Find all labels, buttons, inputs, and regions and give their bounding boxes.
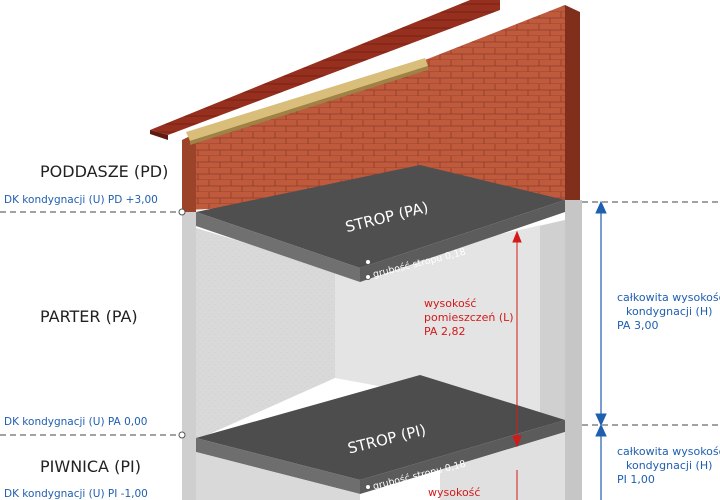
level-lines [0,201,720,436]
attic-brick-walls [182,5,580,212]
total-height-dimension-pa [595,200,607,427]
total-height-pi-line3: PI 1,00 [617,473,655,486]
dk-label-pd: DK kondygnacji (U) PD +3,00 [4,194,158,206]
total-height-pa-line3: PA 3,00 [617,319,659,332]
room-height-label: wysokość pomieszczeń (L) PA 2,82 [424,297,514,339]
room-height-line3: PA 2,82 [424,325,466,338]
level-name-pa: PARTER (PA) [40,307,138,326]
upper-slab [196,165,565,282]
level-name-pd: PODDASZE (PD) [40,162,169,181]
roof [150,0,500,145]
room-height-line2: pomieszczeń (L) [424,311,514,324]
dk-label-pa: DK kondygnacji (U) PA 0,00 [4,416,148,428]
total-height-pi-line2: kondygnacji (H) [626,459,713,472]
level-markers [178,208,371,490]
total-height-label-pi: całkowita wysokość kondygnacji (H) PI 1,… [617,445,720,487]
total-height-pa-line2: kondygnacji (H) [626,305,713,318]
room-height-line1: wysokość [424,297,477,310]
level-name-pi: PIWNICA (PI) [40,457,141,476]
room-height-dimension [512,230,522,500]
total-height-pi-line1: całkowita wysokość [617,445,720,458]
basement-walls [182,425,582,500]
dk-label-pi: DK kondygnacji (U) PI -1,00 [4,488,148,500]
room-height-label-lower: wysokość [428,486,481,499]
total-height-label-pa: całkowita wysokość kondygnacji (H) PA 3,… [617,291,720,333]
total-height-pa-line1: całkowita wysokość [617,291,720,304]
total-height-dimension-pi [595,423,607,500]
